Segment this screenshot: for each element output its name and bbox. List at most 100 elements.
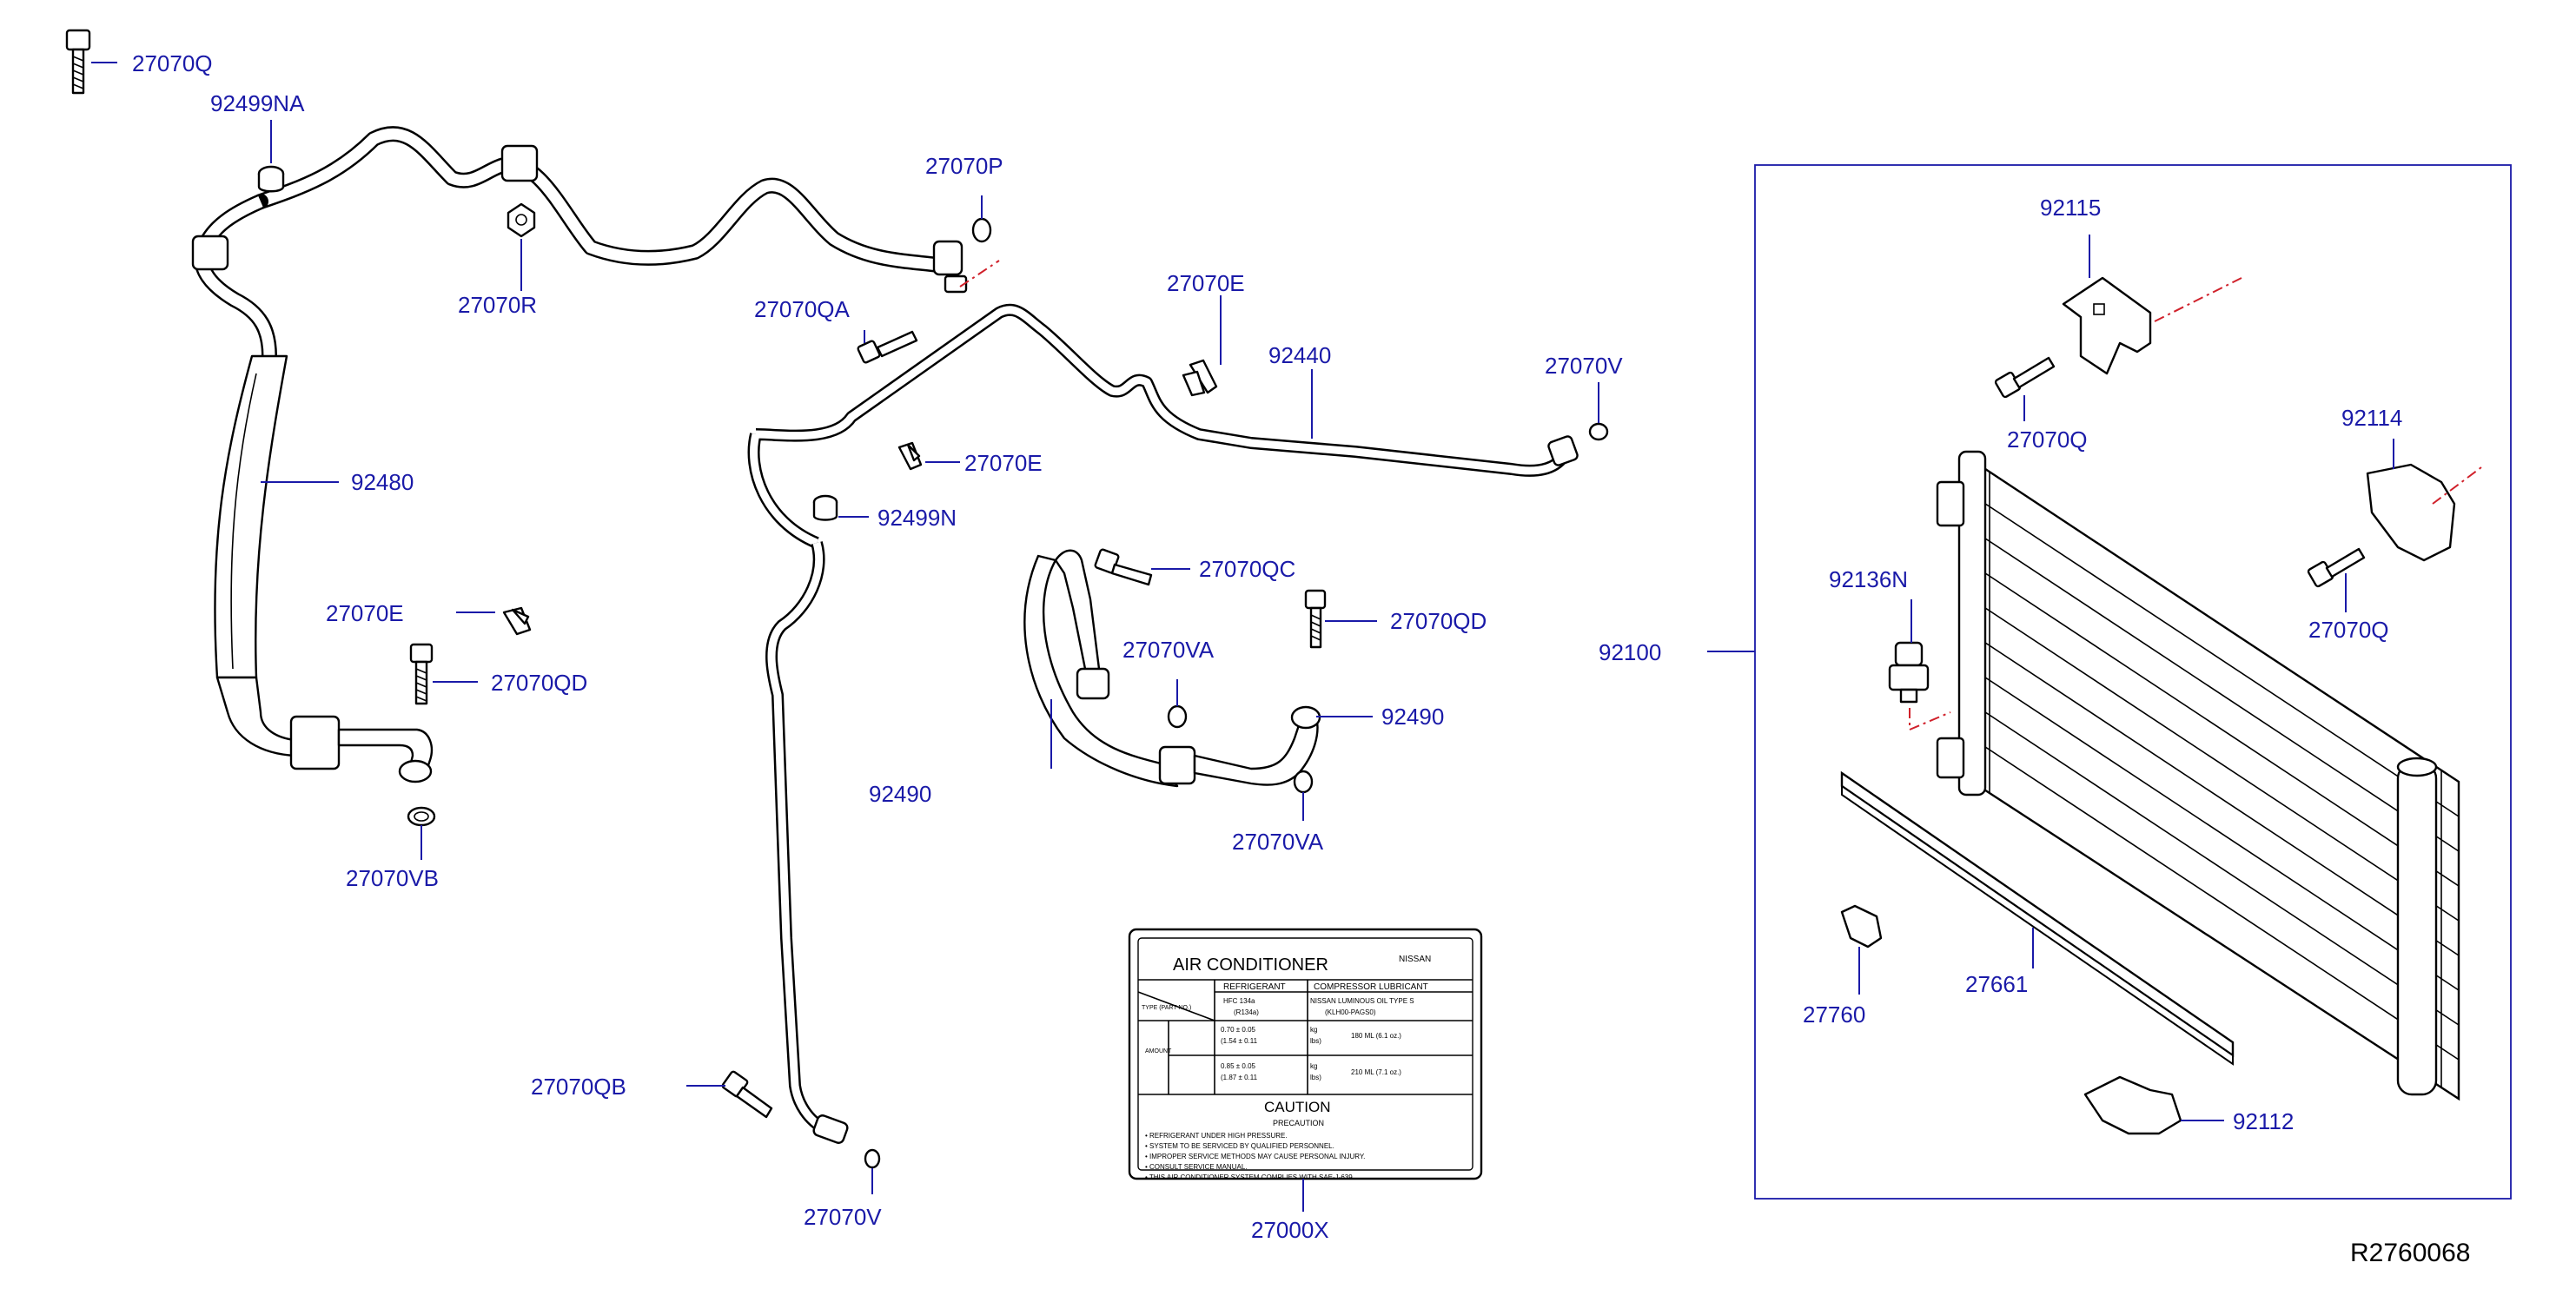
plate-row1-b: (1.54 ± 0.11	[1221, 1037, 1258, 1045]
condenser-92100	[1936, 450, 2460, 1101]
o-ring-27070va-bottom	[1293, 770, 1314, 794]
plate-bullet-3: • IMPROPER SERVICE METHODS MAY CAUSE PER…	[1145, 1153, 1365, 1160]
callout-27070p: 27070P	[925, 153, 1003, 179]
plate-bullet-1: • REFRIGERANT UNDER HIGH PRESSURE.	[1145, 1132, 1288, 1140]
diagram-reference-id: R2760068	[2350, 1239, 2470, 1267]
pipe-92440	[747, 303, 1579, 549]
plate-row2-b: (1.87 ± 0.11	[1221, 1074, 1258, 1081]
hose-92480	[191, 126, 946, 783]
callout-27070e-mid: 27070E	[1167, 270, 1245, 296]
plate-bullet-5: • THIS AIR CONDITIONER SYSTEM COMPLIES W…	[1145, 1173, 1354, 1181]
pipe-long-lower	[765, 541, 849, 1144]
callout-27070e-low: 27070E	[964, 450, 1043, 476]
condenser-assembly-frame	[1754, 164, 2512, 1200]
callout-27070q-lower: 27070Q	[2308, 617, 2389, 643]
bolt-27070q-upper	[1994, 356, 2056, 399]
leader-lines	[91, 62, 2394, 1212]
bolt-27070qd-mid	[1304, 589, 1327, 649]
callout-27070qd-mid: 27070QD	[1390, 608, 1487, 634]
callout-92499n: 92499N	[877, 505, 957, 531]
plate-caution: CAUTION	[1264, 1099, 1331, 1115]
callout-27070q-upper: 27070Q	[2007, 426, 2088, 453]
clip-27760	[1840, 904, 1883, 949]
o-ring-27070v-bottom	[864, 1148, 881, 1169]
bracket-92112	[2083, 1075, 2182, 1135]
plate-row1-unit: kg	[1310, 1026, 1317, 1034]
callout-27070v-top: 27070V	[1545, 353, 1623, 379]
callout-27070qd-left: 27070QD	[491, 670, 587, 696]
plate-nissan-lubricant: NISSAN LUMINOUS OIL TYPE S	[1310, 997, 1414, 1005]
cap-92499na	[257, 165, 285, 193]
label-plate-27000x: AIR CONDITIONER NISSAN REFRIGERANT COMPR…	[1128, 928, 1483, 1181]
callout-92499na: 92499NA	[210, 90, 305, 116]
callout-27070va-top: 27070VA	[1122, 637, 1215, 663]
o-ring-27070va-top	[1167, 704, 1188, 729]
callout-92480: 92480	[351, 469, 414, 495]
clip-27070e-mid	[1182, 359, 1218, 397]
plate-col-compressor: COMPRESSOR LUBRICANT	[1314, 982, 1428, 992]
bolt-27070qd-left	[409, 643, 434, 705]
plate-col-refrigerant: REFRIGERANT	[1223, 982, 1286, 992]
bolt-27070q-top	[65, 29, 91, 95]
callout-92114: 92114	[2341, 405, 2402, 431]
callout-27070v-bottom: 27070V	[804, 1204, 882, 1230]
o-ring-27070v-top	[1588, 422, 1609, 441]
o-ring-27070vb	[407, 806, 436, 827]
axis-line-92115	[2154, 277, 2242, 322]
hose-92490	[1023, 549, 1321, 788]
plate-precaution: PRECAUTION	[1273, 1119, 1324, 1127]
bracket-27070r	[507, 202, 536, 238]
callout-27070e-left: 27070E	[326, 600, 404, 626]
callout-27070qc: 27070QC	[1199, 556, 1295, 582]
plate-row1-ml: 180 ML (6.1 oz.)	[1351, 1032, 1401, 1040]
callout-92490-left: 92490	[869, 781, 931, 807]
plate-bullet-4: • CONSULT SERVICE MANUAL.	[1145, 1163, 1248, 1171]
callout-92112: 92112	[2233, 1108, 2294, 1134]
callout-27070r: 27070R	[458, 292, 537, 318]
callout-27760: 27760	[1803, 1001, 1865, 1028]
plate-brand: NISSAN	[1399, 955, 1431, 964]
bolt-27070qc	[1094, 548, 1153, 586]
callout-27000x: 27000X	[1251, 1217, 1329, 1243]
callout-27070vb: 27070VB	[346, 865, 439, 891]
callout-27661: 27661	[1965, 971, 2028, 997]
bolt-27070q-lower	[2307, 547, 2366, 588]
callout-27070va-bottom: 27070VA	[1232, 829, 1324, 855]
plate-type-part: TYPE (PART NO.)	[1142, 1005, 1191, 1011]
clip-27070e-low	[897, 441, 923, 471]
callout-27070qb: 27070QB	[531, 1074, 626, 1100]
o-ring-27070p	[971, 217, 992, 243]
callout-92490-right: 92490	[1381, 704, 1444, 730]
callout-92440: 92440	[1268, 342, 1331, 368]
axis-line	[959, 260, 1000, 288]
axis-line-92136n	[1909, 708, 1951, 731]
bracket-92115	[2062, 276, 2152, 375]
callout-92136n: 92136N	[1829, 566, 1908, 592]
seal-strip-27661	[1840, 770, 2235, 1066]
bolt-27070qb	[721, 1070, 773, 1119]
callout-27070qa: 27070QA	[754, 296, 851, 322]
plate-row2-ml: 210 ML (7.1 oz.)	[1351, 1068, 1401, 1076]
plate-row1-unit2: lbs)	[1310, 1037, 1321, 1045]
plate-bullet-2: • SYSTEM TO BE SERVICED BY QUALIFIED PER…	[1145, 1142, 1334, 1150]
clip-27070e-left	[502, 606, 532, 636]
pressure-sensor-92136n	[1888, 641, 1930, 704]
plate-r134a: (R134a)	[1234, 1008, 1259, 1016]
plate-row1-a: 0.70 ± 0.05	[1221, 1026, 1256, 1034]
plate-title: AIR CONDITIONER	[1173, 955, 1328, 975]
bolt-27070qa	[857, 330, 918, 364]
callout-92100: 92100	[1599, 639, 1661, 665]
plate-kl: (KLH00-PAGS0)	[1325, 1008, 1376, 1016]
cap-92499n	[812, 494, 838, 521]
plate-row2-unit: kg	[1310, 1062, 1317, 1070]
plate-row2-unit2: lbs)	[1310, 1074, 1321, 1081]
callout-27070q-top: 27070Q	[132, 50, 213, 76]
bracket-92114	[2366, 463, 2456, 562]
callout-92115: 92115	[2040, 195, 2101, 221]
plate-hfc: HFC 134a	[1223, 997, 1255, 1005]
block-fitting	[932, 240, 968, 294]
plate-amount: AMOUNT	[1145, 1048, 1172, 1054]
plate-row2-a: 0.85 ± 0.05	[1221, 1062, 1256, 1070]
